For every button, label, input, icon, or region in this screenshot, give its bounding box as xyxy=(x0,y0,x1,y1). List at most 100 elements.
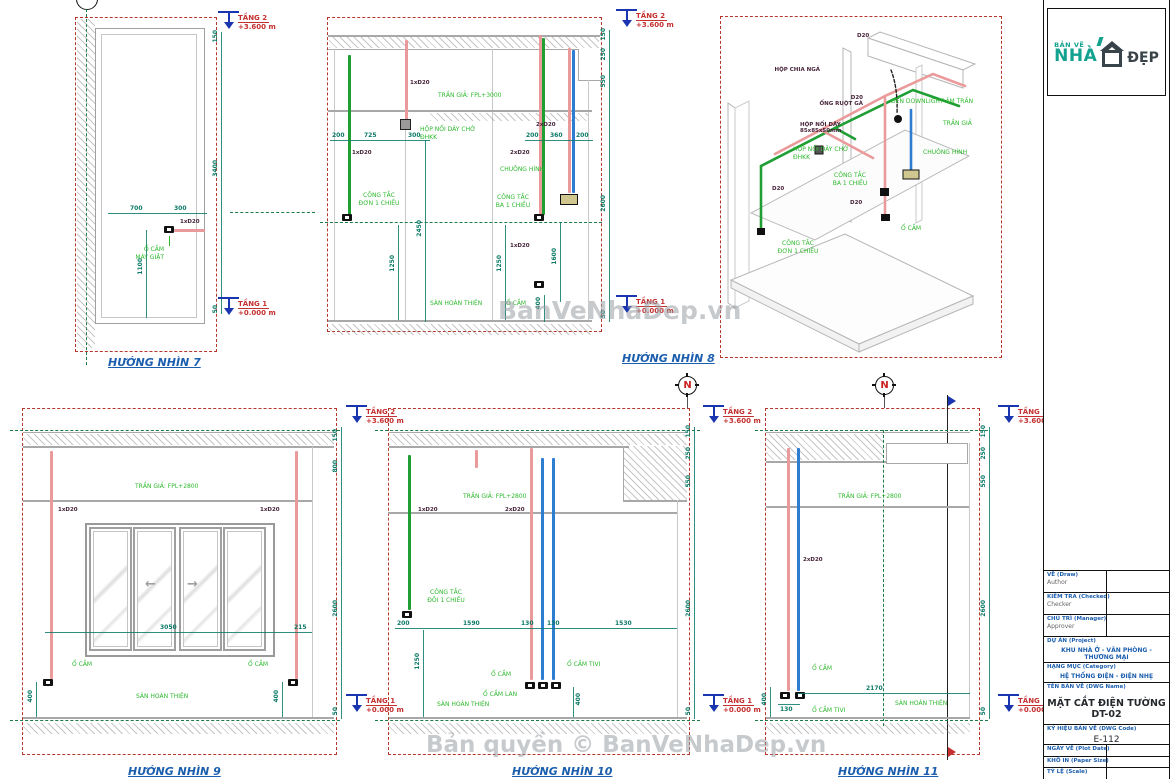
titleblock-row-paper-size: KHỔ IN (Paper Size) xyxy=(1044,756,1169,767)
level-name: TẦNG 2 xyxy=(1018,408,1050,418)
field-label: NGÀY VẼ (Plot Date) xyxy=(1047,746,1110,752)
level-arrow-icon xyxy=(709,416,719,428)
level-elevation: +3.600 m xyxy=(723,417,761,426)
floor-hatch xyxy=(23,723,334,734)
level-name: TẦNG 2 xyxy=(723,408,755,418)
floor-hatch xyxy=(328,324,592,335)
beam-line xyxy=(623,500,687,502)
floor-hatch xyxy=(766,723,970,734)
conduit-blue xyxy=(552,458,555,680)
floor-line xyxy=(23,717,334,719)
cell-divider xyxy=(1106,768,1107,779)
dim-200: 200 xyxy=(397,620,410,627)
dim-1250: 1250 xyxy=(414,653,421,670)
section-flag-top-icon xyxy=(948,396,961,406)
grid-line xyxy=(883,430,884,726)
label-cong-tac-don: CÔNG TẮC ĐƠN 1 CHIỀU xyxy=(777,240,819,255)
dim-1250: 1250 xyxy=(389,255,396,272)
field-label: HẠNG MỤC (Category) xyxy=(1047,664,1116,670)
level-elevation: +0.000 m xyxy=(1018,706,1056,715)
compass-tick xyxy=(883,373,885,377)
titleblock-row-approver: CHỦ TRÌ (Manager) Approver xyxy=(1044,614,1169,636)
section-line xyxy=(947,395,949,760)
dim-800: 800 xyxy=(332,460,339,473)
titleblock-row-scale: TỶ LỆ (Scale) xyxy=(1044,767,1169,779)
label-o-cam: Ổ CẮM xyxy=(491,671,512,678)
conduit-red xyxy=(295,451,298,679)
company-logo: BẢN VẼ NHÀ ĐẸP xyxy=(1047,8,1166,96)
watermark-bottom: Bản quyền © BanVeNhaDep.vn xyxy=(426,732,827,758)
view10-title: HƯỚNG NHÌN 10 xyxy=(512,765,613,778)
cell-divider xyxy=(1106,593,1107,614)
dim-line xyxy=(341,427,342,719)
wall-edge xyxy=(588,80,589,322)
field-label: KHỔ IN (Paper Size) xyxy=(1047,758,1109,764)
dim-215: 215 xyxy=(294,624,307,631)
isometric-drawing xyxy=(727,31,977,353)
level-elevation: +3.600 m xyxy=(636,21,674,30)
false-ceiling-line xyxy=(766,506,970,508)
dim-400: 400 xyxy=(273,690,280,703)
beam-hatch xyxy=(623,446,687,500)
dim-150: 150 xyxy=(332,429,339,442)
dim-line xyxy=(770,687,771,717)
compass-stem xyxy=(884,397,886,408)
dim-50: 50 xyxy=(212,305,219,314)
label-o-cam-lan: Ổ CẮM LAN xyxy=(483,691,518,698)
slab-line xyxy=(23,432,334,433)
level-arrow-icon xyxy=(622,306,632,318)
conduit-green xyxy=(542,38,545,215)
level-arrow-icon xyxy=(352,705,362,717)
slide-left-arrow-icon: ← xyxy=(145,577,156,592)
dim-250: 250 xyxy=(685,447,692,460)
level-marker-tang2: TẦNG 2+3.600 m xyxy=(218,11,286,32)
sliding-door: ← → xyxy=(85,523,275,657)
dim-300: 300 xyxy=(174,205,187,212)
house-icon xyxy=(1096,37,1125,67)
wall-hatch xyxy=(77,19,95,348)
dim-line xyxy=(395,628,677,629)
label-hop-chia-nga: HỘP CHIA NGẢ xyxy=(774,67,820,73)
dim-line xyxy=(108,213,207,214)
field-label: KÝ HIỆU BẢN VẼ (DWG Code) xyxy=(1047,726,1137,732)
level-marker-tang2: TẦNG 2+3.600 m xyxy=(616,9,684,30)
level-arrow-icon xyxy=(224,308,234,320)
compass-tick xyxy=(883,393,885,397)
label-o-cam: Ổ CẮM xyxy=(248,661,269,668)
false-ceiling-line xyxy=(328,110,592,112)
view8-huong-nhin-8: TRẦN GIẢ: FPL+3000 1xD20 1xD20 2xD20 2xD… xyxy=(320,0,715,385)
iso-boundary xyxy=(720,16,1002,358)
view9-title: HƯỚNG NHÌN 9 xyxy=(128,765,221,778)
conduit-red xyxy=(174,229,205,232)
compass-stem xyxy=(687,397,689,408)
dim-2600: 2600 xyxy=(332,600,339,617)
dim-400: 400 xyxy=(27,690,34,703)
dim-130: 130 xyxy=(521,620,534,627)
label-cong-tac-ba: CÔNG TẮC BA 1 CHIỀU xyxy=(832,172,868,187)
drawing-code: E-112 xyxy=(1093,735,1120,746)
level-marker-tang1: TẦNG 1+0.000 m xyxy=(998,694,1066,715)
partition-line xyxy=(492,49,493,322)
titleblock-row-drawing-code: KÝ HIỆU BẢN VẼ (DWG Code) E-112 xyxy=(1044,724,1169,746)
outlet-symbol xyxy=(795,692,805,699)
dim-200: 200 xyxy=(576,132,589,139)
conduit-label-d20: D20 xyxy=(857,33,870,39)
level-dash-line xyxy=(10,720,340,721)
level-dash-line xyxy=(375,720,700,721)
cell-divider xyxy=(1106,745,1107,756)
conduit-label-2xd20: 2xD20 xyxy=(510,150,530,156)
label-tran-gia: TRẦN GIẢ xyxy=(943,120,972,127)
field-sublabel: Checker xyxy=(1047,601,1072,609)
compass-tick xyxy=(686,373,688,377)
label-o-cam: Ổ CẮM xyxy=(901,225,922,232)
dim-550: 550 xyxy=(685,475,692,488)
field-label: KIỂM TRA (Checked) xyxy=(1047,594,1110,600)
dim-line xyxy=(525,140,593,141)
project-name: KHU NHÀ Ở - VĂN PHÒNG - THƯƠNG MẠI xyxy=(1061,647,1152,662)
conduit-label-1xd20: 1xD20 xyxy=(410,80,430,86)
category-name: HỆ THỐNG ĐIỆN - ĐIỆN NHẸ xyxy=(1059,673,1154,681)
compass-tick xyxy=(892,384,896,386)
wall-edge xyxy=(677,500,678,717)
north-compass: N xyxy=(872,373,898,399)
